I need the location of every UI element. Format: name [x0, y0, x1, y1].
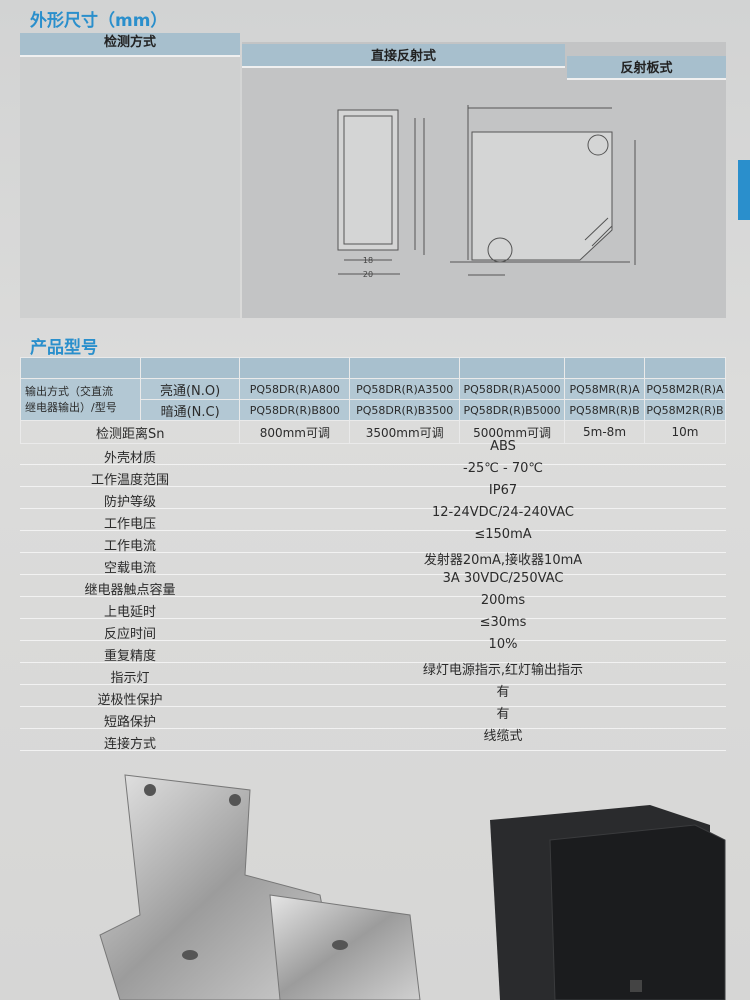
- nc-label: 暗通(N.C): [139, 399, 241, 421]
- spec-label: 指示灯: [110, 671, 150, 686]
- distance-cell: 5000mm可调: [459, 420, 566, 444]
- spec-row: 工作温度范围 -25℃ - 70℃: [20, 461, 726, 488]
- spec-value: 线缆式: [483, 729, 523, 744]
- spec-row: 空载电流 发射器20mA,接收器10mA: [20, 553, 726, 576]
- sensor-product-image: [490, 805, 726, 1000]
- spec-value: IP67: [488, 483, 518, 498]
- model-cell: PQ58DR(R)B3500: [349, 399, 461, 421]
- spec-value: 12-24VDC/24-240VAC: [432, 505, 574, 520]
- spec-label: 工作电流: [103, 539, 156, 554]
- spec-row: 短路保护 有: [20, 707, 726, 730]
- spec-row: 继电器触点容量 3A 30VDC/250VAC: [20, 571, 726, 598]
- spec-row: 工作电压 12-24VDC/24-240VAC: [20, 505, 726, 532]
- spec-value: ABS: [490, 439, 516, 454]
- models-title: 产品型号: [30, 338, 98, 358]
- spec-row: 反应时间 ≤30ms: [20, 615, 726, 642]
- spec-value: 200ms: [480, 593, 526, 608]
- no-model-row: 输出方式（交直流继电器输出）/型号 亮通(N.O) PQ58DR(R)A800 …: [20, 378, 727, 421]
- distance-row: 检测距离Sn 800mm可调 3500mm可调 5000mm可调 5m-8m 1…: [19, 420, 727, 444]
- page-edge-tab: [738, 160, 750, 220]
- spec-label: 继电器触点容量: [84, 583, 176, 598]
- model-cell: PQ58DR(R)B5000: [459, 399, 566, 421]
- distance-cell: 800mm可调: [239, 420, 351, 444]
- dimensions-title: 外形尺寸（mm）: [30, 11, 168, 31]
- front-view-outline: [471, 131, 613, 261]
- model-cell: PQ58DR(R)A800: [239, 378, 351, 400]
- spec-label: 防护等级: [103, 495, 156, 510]
- spec-row: 指示灯 绿灯电源指示,红灯输出指示: [20, 663, 726, 686]
- model-cell: PQ58DR(R)A5000: [459, 378, 566, 400]
- distance-cell: 5m-8m: [564, 420, 645, 444]
- distance-cell: 3500mm可调: [349, 420, 461, 444]
- dim-width-outer: 20: [363, 270, 373, 279]
- spec-value: 3A 30VDC/250VAC: [442, 571, 564, 586]
- spec-row: 重复精度 10%: [20, 637, 726, 664]
- spec-label: 空载电流: [103, 561, 156, 576]
- model-cell: PQ58MR(R)B: [564, 399, 645, 421]
- spec-label: 逆极性保护: [97, 693, 163, 708]
- spec-value: 10%: [488, 637, 518, 652]
- spec-label: 上电延时: [103, 605, 156, 620]
- spec-value: ≤30ms: [479, 615, 527, 630]
- spec-value: ≤150mA: [474, 527, 532, 542]
- output-label: 输出方式（交直流继电器输出）/型号: [20, 378, 141, 421]
- spec-label: 短路保护: [103, 715, 156, 730]
- spec-row: 工作电流 ≤150mA: [20, 527, 726, 554]
- nc-model-row: 暗通(N.C) PQ58DR(R)B800 PQ58DR(R)B3500 PQ5…: [21, 399, 727, 421]
- dimension-drawing: 18 20: [337, 105, 636, 279]
- model-cell: PQ58M2R(R)B: [643, 399, 727, 421]
- spec-value: 有: [496, 707, 510, 722]
- spec-value: 有: [496, 685, 510, 700]
- models-table: 输出方式（交直流继电器输出）/型号 亮通(N.O) PQ58DR(R)A800 …: [19, 357, 727, 444]
- model-cell: PQ58MR(R)A: [564, 378, 645, 400]
- model-cell: PQ58DR(R)B800: [239, 399, 351, 421]
- header-diffuse: 直接反射式: [242, 44, 565, 68]
- spec-value: -25℃ - 70℃: [463, 461, 543, 476]
- spec-label: 外壳材质: [103, 451, 156, 466]
- spec-row: 外壳材质 ABS: [20, 439, 726, 466]
- header-method: 检测方式: [20, 33, 240, 57]
- method-column: [20, 33, 240, 318]
- spec-row: 连接方式 线缆式: [20, 729, 726, 752]
- spec-row: 逆极性保护 有: [20, 685, 726, 708]
- no-label: 亮通(N.O): [139, 378, 241, 400]
- spec-row: 防护等级 IP67: [20, 483, 726, 510]
- distance-label: 检测距离Sn: [19, 420, 241, 444]
- spec-row: 上电延时 200ms: [20, 593, 726, 620]
- model-cell: PQ58M2R(R)A: [643, 378, 727, 400]
- spec-label: 工作温度范围: [90, 473, 169, 488]
- spec-label: 重复精度: [103, 649, 156, 664]
- spec-label: 反应时间: [103, 627, 156, 642]
- spec-label: 工作电压: [103, 517, 156, 532]
- model-cell: PQ58DR(R)A3500: [349, 378, 461, 400]
- mounting-bracket-image: [99, 774, 421, 1000]
- dim-width-inner: 18: [363, 256, 373, 265]
- spec-value: 绿灯电源指示,红灯输出指示: [422, 663, 584, 678]
- spec-label: 连接方式: [103, 737, 156, 752]
- side-view-outline: [337, 109, 399, 251]
- header-retro: 反射板式: [567, 56, 726, 80]
- distance-cell: 10m: [643, 420, 727, 444]
- spec-value: 发射器20mA,接收器10mA: [423, 553, 583, 568]
